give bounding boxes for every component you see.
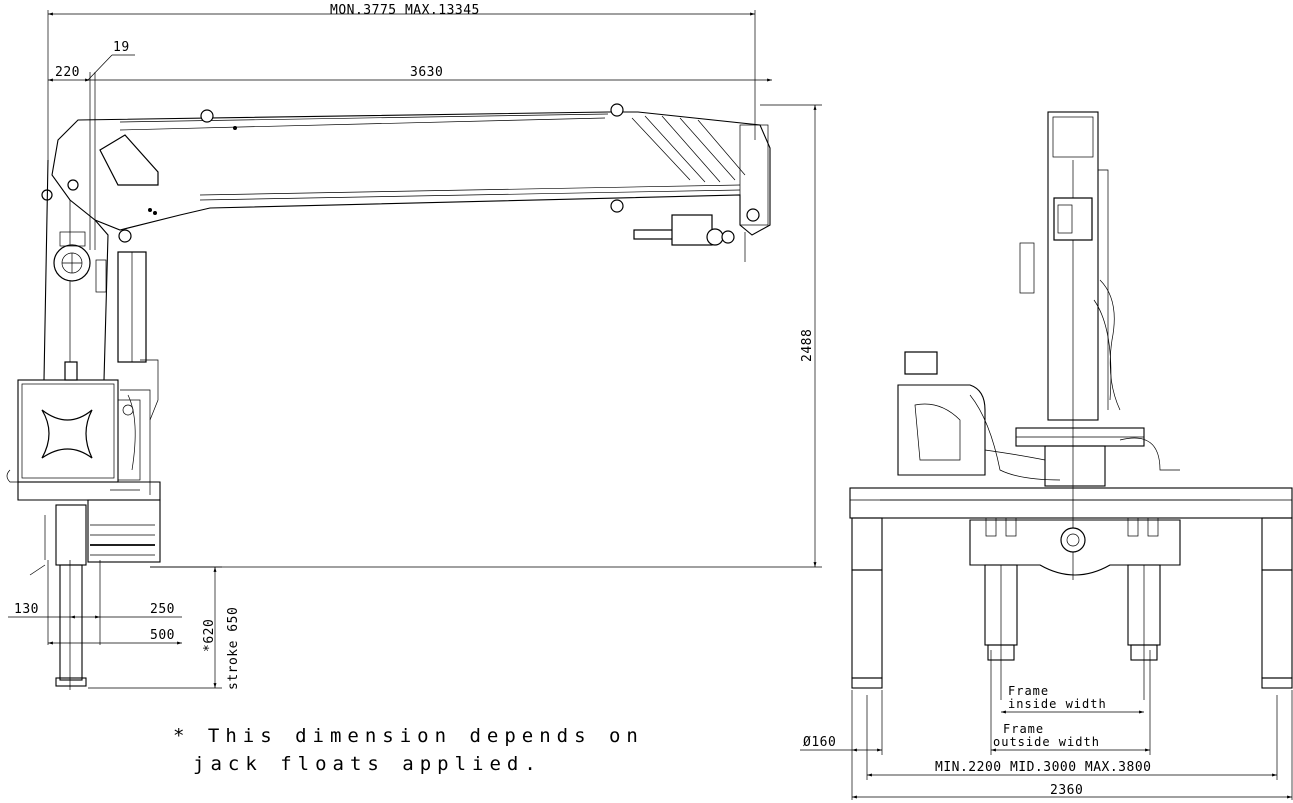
dim-620-label: *620 <box>202 619 217 652</box>
dim-19-label: 19 <box>113 40 130 55</box>
dim-3630-label: 3630 <box>410 65 443 80</box>
frame-inside-label-2: inside width <box>1008 697 1107 711</box>
dim-2360-label: 2360 <box>1050 783 1083 798</box>
dim-500-label: 500 <box>150 628 175 643</box>
dim-total-label: MON.3775 MAX.13345 <box>330 3 480 18</box>
dim-span-label: MIN.2200 MID.3000 MAX.3800 <box>935 760 1152 775</box>
frame-inside-label-1: Frame <box>1008 684 1049 698</box>
dim-diameter-label: Ø160 <box>803 735 836 750</box>
dim-2488-label: 2488 <box>800 329 815 362</box>
dim-220-label: 220 <box>55 65 80 80</box>
dim-250-label: 250 <box>150 602 175 617</box>
frame-outside-label-1: Frame <box>1003 722 1044 736</box>
frame-outside-label-2: outside width <box>993 735 1100 749</box>
side-view <box>6 10 822 690</box>
front-view <box>800 111 1293 800</box>
note-line-2: jack floats applied. <box>193 753 542 775</box>
dim-stroke-label: stroke 650 <box>226 607 241 690</box>
note-line-1: * This dimension depends on <box>173 725 644 747</box>
dim-130-label: 130 <box>14 602 39 617</box>
